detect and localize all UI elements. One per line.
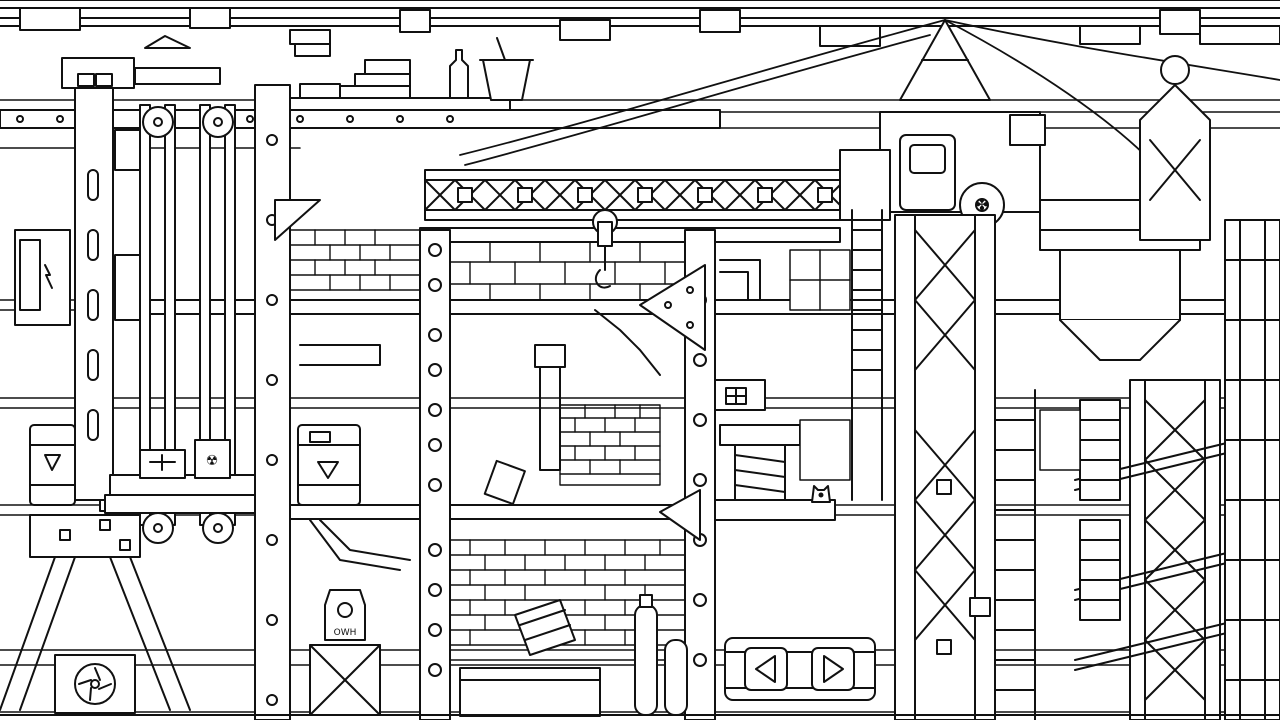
crane-lattice-left: [894, 214, 996, 720]
brick-wall-upper-center: [289, 229, 421, 311]
claw-crane: [1139, 55, 1211, 241]
mid-left-column: [254, 84, 321, 720]
skull-jar-label: OWH: [334, 628, 357, 638]
left-fan-unit: [54, 654, 136, 714]
truss-girder: [424, 169, 846, 221]
pulley-lift: [134, 35, 236, 544]
fan-icon: ✤: [975, 195, 988, 214]
top-shelf: [289, 29, 534, 111]
left-electrical-box: [14, 229, 141, 326]
hazard-symbol: ☢: [206, 453, 219, 469]
background-windows: [789, 249, 1081, 481]
top-border-strip: [0, 0, 1280, 47]
left-barrel: [29, 424, 76, 506]
spool-unit: [714, 379, 836, 521]
brick-wall-middle: [559, 404, 661, 486]
ladder-left: [851, 209, 883, 501]
right-edge-scaffold: [1224, 219, 1280, 720]
pipes: [299, 259, 761, 571]
cat: [811, 485, 831, 503]
left-lower-platform: [0, 514, 191, 711]
left-pillar: [61, 57, 141, 501]
right-lattice-tower: [1129, 379, 1221, 720]
ladder-right: [994, 389, 1036, 720]
center-posts: [419, 229, 716, 720]
triangle-right-icon: [823, 655, 844, 683]
gas-cylinders: [634, 594, 688, 716]
crane-hook: [534, 209, 661, 471]
crates: [309, 459, 601, 717]
hazard-barrel: [297, 424, 361, 506]
next-arrow-button[interactable]: [811, 647, 855, 691]
crane-cables: [459, 19, 1280, 166]
crane-tower: ✤: [839, 19, 1046, 228]
skull-jar: OWH: [324, 589, 366, 641]
triangle-left-icon: [755, 655, 776, 683]
prev-arrow-button[interactable]: [744, 647, 788, 691]
lift-platform: ☢: [104, 439, 276, 514]
